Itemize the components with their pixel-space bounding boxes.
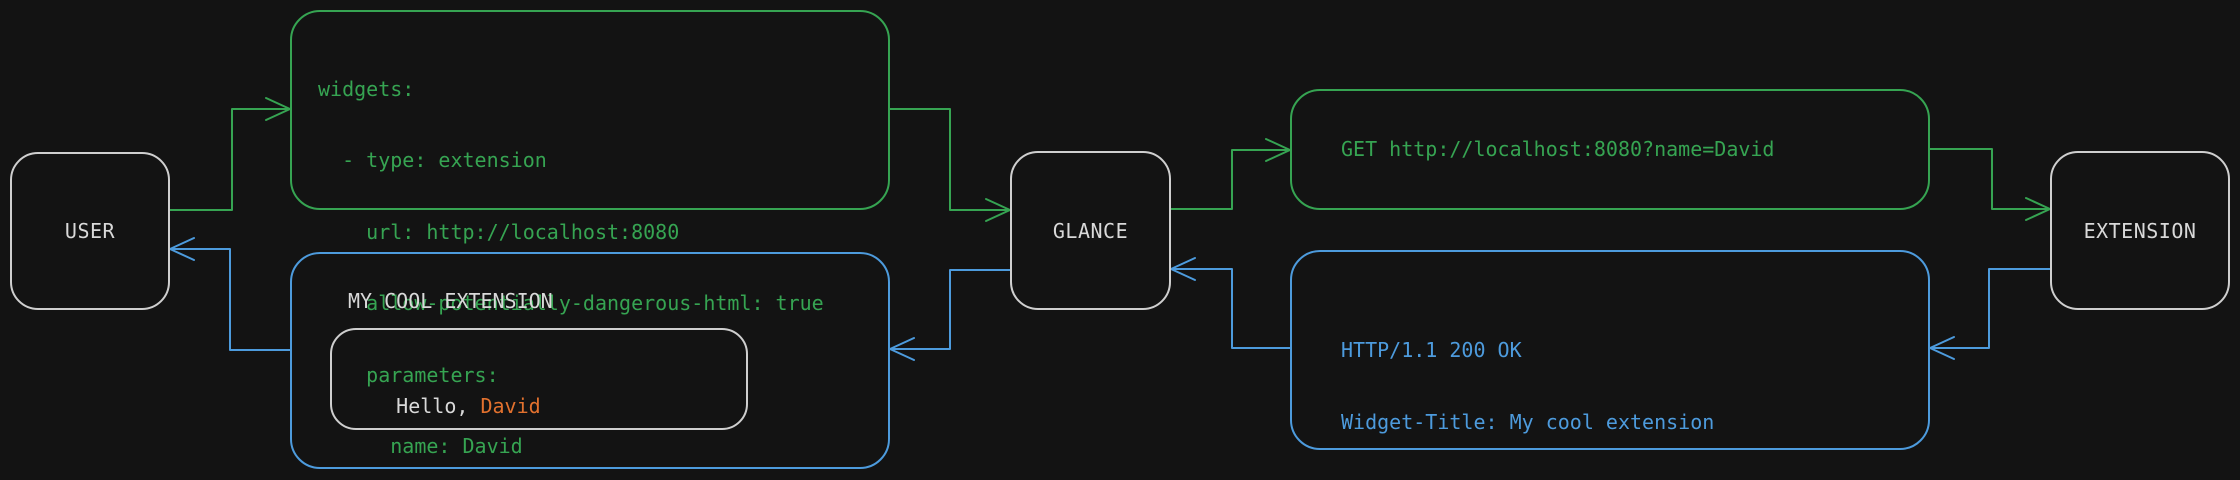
greeting-prefix: Hello, bbox=[396, 394, 481, 418]
node-extension: EXTENSION bbox=[2050, 151, 2230, 310]
arrow-line bbox=[1932, 268, 2051, 349]
http-request-text: GET http://localhost:8080?name=David bbox=[1341, 137, 1775, 161]
arrowhead-left-icon bbox=[169, 237, 195, 261]
config-line: url: http://localhost:8080 bbox=[318, 219, 680, 244]
node-user: USER bbox=[10, 152, 170, 310]
widget-title: MY COOL EXTENSION bbox=[348, 289, 553, 313]
widget-greeting: Hello, David bbox=[348, 370, 541, 442]
arrow-extension-to-response bbox=[1929, 268, 2051, 360]
arrowhead-left-icon bbox=[1170, 257, 1196, 281]
node-glance: GLANCE bbox=[1010, 151, 1171, 310]
http-response-code: HTTP/1.1 200 OK Widget-Title: My cool ex… bbox=[1341, 290, 1907, 480]
config-yaml-code: widgets: - type: extension url: http://l… bbox=[318, 30, 824, 480]
http-request-box bbox=[1290, 89, 1930, 210]
node-glance-label: GLANCE bbox=[1052, 218, 1129, 243]
config-line: parameters: bbox=[318, 362, 499, 387]
config-line: allow-potentially-dangerous-html: true bbox=[318, 291, 824, 316]
arrow-line bbox=[169, 108, 288, 211]
arrow-line bbox=[1173, 268, 1291, 349]
arrowhead-left-icon bbox=[1929, 336, 1955, 360]
config-yaml-box bbox=[290, 10, 890, 210]
arrow-user-to-config bbox=[169, 97, 291, 211]
arrow-line bbox=[889, 108, 1008, 211]
arrow-glance-to-widget bbox=[889, 269, 1011, 361]
node-user-label: USER bbox=[64, 219, 116, 243]
arrowhead-left-icon bbox=[889, 337, 915, 361]
response-line: HTTP/1.1 200 OK bbox=[1341, 338, 1522, 362]
rendered-widget-box bbox=[290, 252, 890, 469]
greeting-name: David bbox=[480, 394, 541, 418]
http-response-box bbox=[1290, 250, 1930, 450]
arrow-response-to-glance bbox=[1170, 257, 1291, 349]
config-line: widgets: bbox=[318, 77, 415, 101]
config-line: name: David bbox=[318, 433, 523, 458]
arrow-request-to-extension bbox=[1929, 148, 2051, 221]
widget-content-frame bbox=[330, 328, 748, 430]
arrow-line bbox=[1170, 149, 1288, 210]
response-line: Widget-Title: My cool extension bbox=[1341, 410, 1715, 434]
arrow-config-to-glance bbox=[889, 108, 1011, 222]
arrow-widget-to-user bbox=[169, 237, 291, 351]
node-extension-label: EXTENSION bbox=[2083, 218, 2197, 243]
arrow-glance-to-request bbox=[1170, 138, 1291, 210]
arrow-line bbox=[1929, 148, 2048, 210]
arrow-line bbox=[892, 269, 1011, 350]
arrow-line bbox=[172, 248, 291, 351]
config-line: - type: extension bbox=[318, 148, 547, 173]
